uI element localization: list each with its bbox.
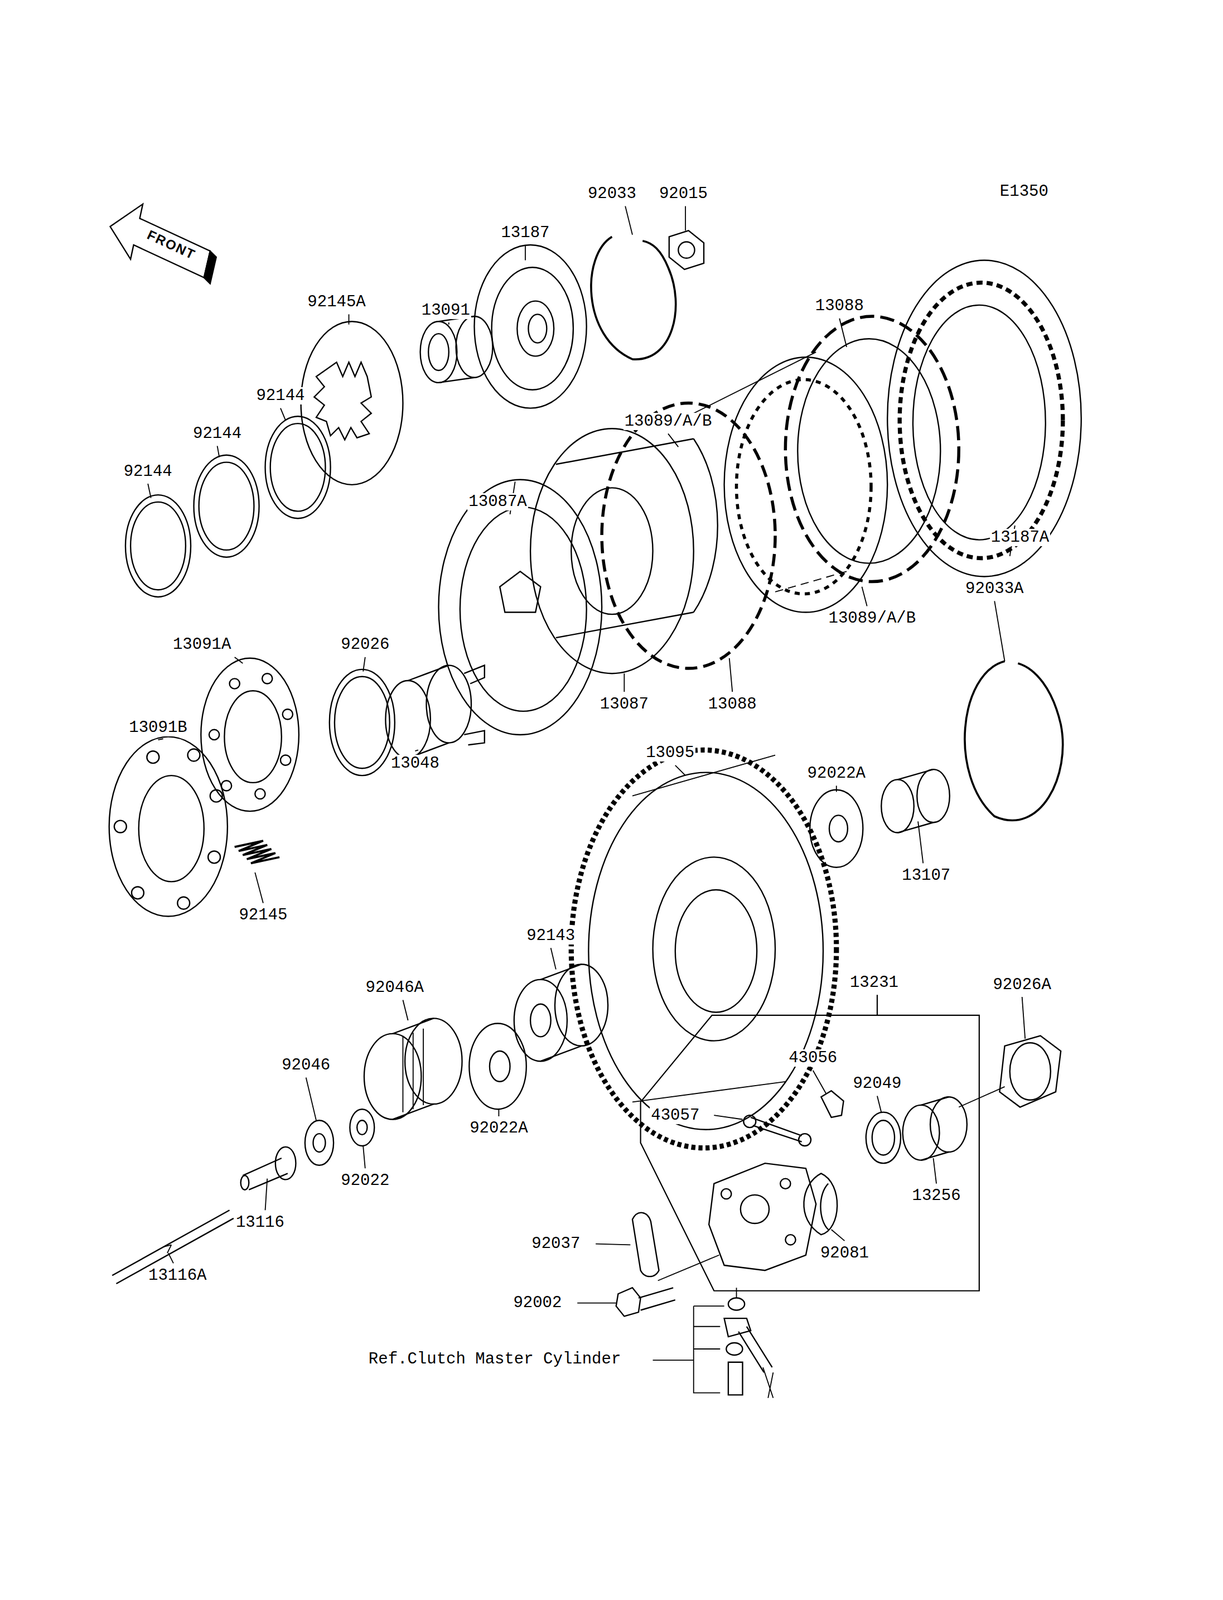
callout-number: 92145 xyxy=(237,906,289,924)
callout-number: 43056 xyxy=(787,1049,839,1067)
callout-number: 92015 xyxy=(658,185,709,203)
callout-number: 92002 xyxy=(511,1293,563,1312)
callout-number: 13087A xyxy=(467,492,528,511)
reference-note: Ref.Clutch Master Cylinder xyxy=(367,1350,622,1368)
callout-number: 13088 xyxy=(814,297,865,315)
callout-number: 13116 xyxy=(234,1213,286,1231)
callout-number: 92037 xyxy=(530,1234,582,1252)
callout-number: 92145A xyxy=(306,293,367,311)
callout-number: 13107 xyxy=(900,866,952,884)
callout-number: 13048 xyxy=(389,754,441,772)
callout-number: 13187A xyxy=(989,528,1051,546)
callout-number: 92144 xyxy=(254,387,306,405)
callout-number: 13116A xyxy=(147,1266,208,1284)
callout-number: 13095 xyxy=(644,743,696,762)
callout-number: 92026 xyxy=(339,635,391,654)
callout-number: 13091 xyxy=(420,301,472,319)
callout-number: 92022A xyxy=(806,764,867,782)
callout-number: 13087 xyxy=(598,695,650,713)
callout-number: 13089/A/B xyxy=(623,412,714,430)
callout-number: 92046 xyxy=(280,1056,332,1074)
callout-number: 13089/A/B xyxy=(827,609,917,627)
callout-number: 92143 xyxy=(525,926,577,945)
front-arrow-shadow xyxy=(204,250,217,284)
callout-number: 92033 xyxy=(586,185,638,203)
callout-number: 92022 xyxy=(339,1171,391,1189)
callout-number: 13187 xyxy=(499,224,551,242)
callout-number: 92144 xyxy=(191,424,243,443)
callout-number: 13231 xyxy=(848,973,900,992)
callout-number: 43057 xyxy=(649,1106,701,1124)
diagram-code: E1350 xyxy=(998,182,1050,201)
callout-number: 92033A xyxy=(964,579,1025,598)
callout-number: 13091B xyxy=(127,718,188,737)
nut xyxy=(669,230,704,270)
front-arrow xyxy=(110,204,211,278)
group-bracket xyxy=(640,994,980,1290)
callout-number: 92144 xyxy=(122,462,174,481)
direction-label: FRONT xyxy=(143,226,200,263)
callout-number: 13256 xyxy=(911,1186,963,1205)
leader-lines xyxy=(147,206,1026,1303)
callout-number: 13088 xyxy=(707,695,758,713)
callout-number: 92049 xyxy=(851,1074,903,1092)
callout-number: 13091A xyxy=(171,635,232,654)
callout-number: 92026A xyxy=(991,975,1052,994)
circlip xyxy=(591,236,676,360)
callout-number: 92081 xyxy=(819,1244,870,1262)
callout-number: 92046A xyxy=(364,978,425,997)
callout-number: 92022A xyxy=(468,1119,529,1137)
